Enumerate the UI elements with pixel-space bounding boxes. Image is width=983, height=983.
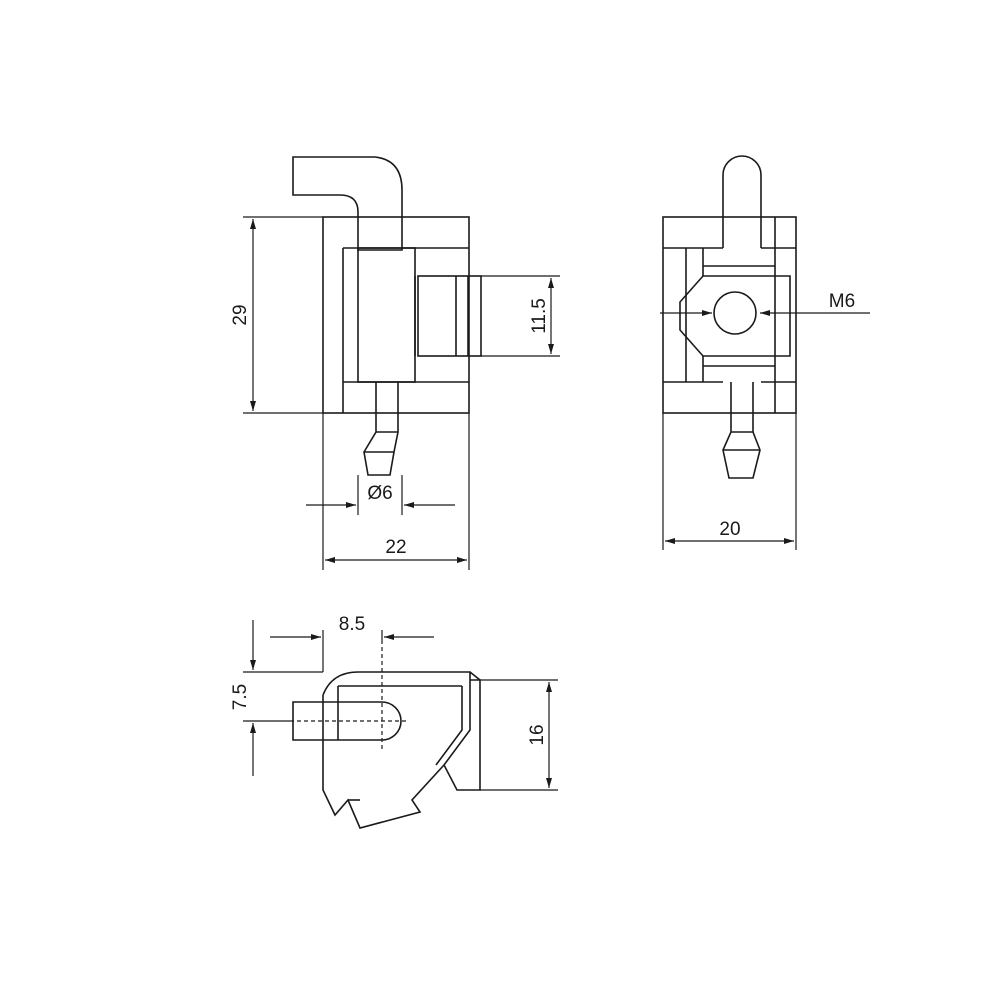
top-body (322, 671, 481, 829)
dim-11-5: 11.5 (529, 298, 550, 334)
side-view: M6 20 (660, 155, 870, 550)
top-view: 8.5 7.5 16 (230, 614, 558, 829)
dim-diameter-6: Ø6 (367, 483, 392, 504)
dim-m6: M6 (829, 291, 855, 312)
side-top-pin (722, 155, 762, 248)
front-view: 29 11.5 Ø6 22 (230, 156, 560, 570)
front-pin (363, 382, 399, 476)
side-nut (679, 275, 791, 357)
front-latch-boss (417, 275, 482, 357)
top-pin-slot (292, 701, 402, 741)
side-bottom-pin (722, 382, 761, 479)
front-back-plate (322, 216, 470, 414)
dim-8-5: 8.5 (339, 614, 365, 635)
dim-16: 16 (527, 724, 548, 745)
dim-20: 20 (719, 519, 740, 540)
dim-7-5: 7.5 (230, 684, 251, 710)
side-outer-plate (662, 216, 797, 414)
front-lever (292, 156, 403, 251)
dim-29: 29 (230, 304, 251, 325)
side-thread-hole (713, 291, 757, 335)
dim-22: 22 (385, 537, 406, 558)
front-body (357, 247, 416, 383)
